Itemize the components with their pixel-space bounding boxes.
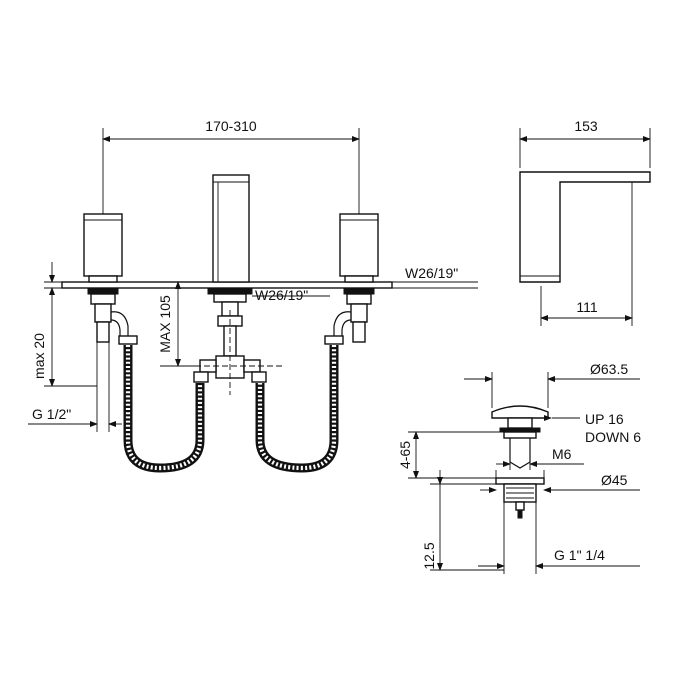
spout-side-profile [519, 171, 651, 283]
dim-waste-stroke-label: 4-65 [397, 441, 413, 469]
dim-waste-travel: UP 16 DOWN 6 [544, 411, 641, 445]
waste-cap [491, 405, 549, 419]
dim-waste-body: 12.5 [421, 470, 504, 571]
dim-waste-flange: Ø45 [480, 470, 640, 493]
dim-spout-reach-label: 111 [576, 299, 597, 315]
dim-waste-screw-label: M6 [552, 446, 572, 462]
dim-waste-screw: M6 [496, 446, 584, 470]
dim-waste-head-label: Ø63.5 [590, 361, 628, 377]
left-handle [83, 213, 123, 283]
dim-waste-stroke: 4-65 [397, 431, 500, 479]
dim-waste-head: Ø63.5 [464, 361, 640, 408]
dim-waste-travel-up: UP 16 [585, 411, 624, 427]
waste-drain [491, 405, 549, 519]
dim-spout-reach: 111 [540, 190, 633, 326]
right-valve-body [324, 287, 375, 345]
dim-deck-center-label: W26/19" [255, 287, 308, 303]
dim-max-thickness: MAX 105 [157, 281, 208, 367]
dim-inlet-thread-label: G 1/2" [32, 406, 71, 422]
dim-waste-flange-label: Ø45 [601, 472, 628, 488]
dim-max-shank-label: max 20 [31, 333, 47, 379]
dim-waste-thread-label: G 1" 1/4 [554, 547, 605, 563]
dim-waste-travel-down: DOWN 6 [585, 429, 641, 445]
dim-deck-center: W26/19" [252, 287, 330, 303]
left-valve-body [87, 287, 138, 345]
side-view-spout [519, 171, 651, 283]
dim-spread-label: 170-310 [205, 118, 257, 134]
flexible-hoses [123, 345, 339, 473]
deck-plate [61, 281, 393, 289]
dim-deck-right: W26/19" [392, 265, 478, 289]
dim-max-shank: max 20 [31, 262, 97, 387]
dim-waste-thread: G 1" 1/4 [478, 502, 640, 574]
left-hose [123, 345, 205, 473]
dim-deck-right-label: W26/19" [405, 265, 458, 281]
waste-flange [495, 477, 545, 485]
right-handle [339, 213, 379, 283]
dim-spread: 170-310 [102, 118, 360, 214]
right-hose [255, 345, 339, 473]
dim-spout-length: 153 [519, 118, 651, 168]
spout [212, 174, 250, 283]
dim-spout-length-label: 153 [574, 118, 598, 134]
dim-inlet-thread: G 1/2" [28, 342, 122, 432]
dim-waste-body-label: 12.5 [421, 542, 437, 569]
dim-max-thickness-label: MAX 105 [157, 295, 173, 353]
